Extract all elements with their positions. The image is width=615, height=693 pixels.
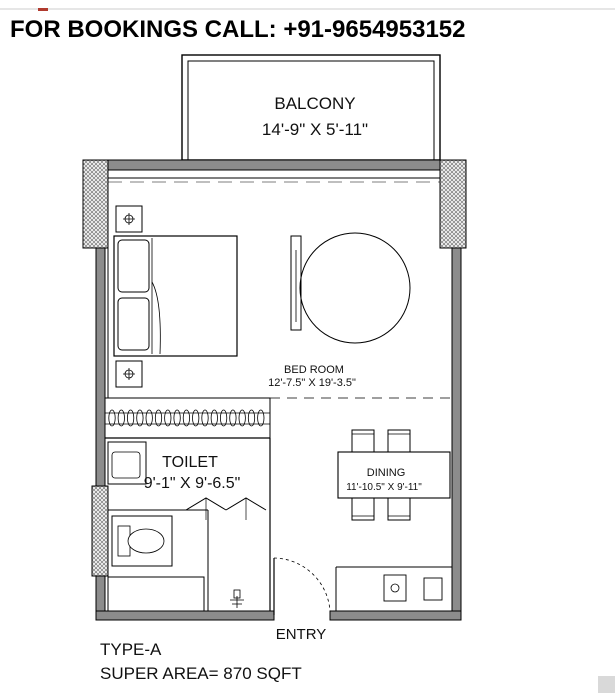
hanger-icon: [182, 409, 190, 427]
outer-walls: [95, 159, 462, 621]
pillow-bottom-icon: [117, 297, 150, 351]
entry-door-swing: [273, 557, 331, 612]
wall-left-upper: [95, 247, 106, 487]
wardrobe-outline: [104, 397, 271, 439]
top-accent-red: [38, 8, 48, 11]
toilet-bench: [107, 576, 205, 612]
kitchen-sink-icon: [383, 574, 407, 602]
hanger-icon: [210, 409, 218, 427]
wall-bottom-left: [95, 610, 275, 621]
dining-size: 11'-10.5" X 9'-11": [346, 482, 422, 493]
top-accent-svg: [0, 8, 615, 11]
hanger-icon: [257, 409, 265, 427]
super-area-label: SUPER AREA= 870 SQFT: [100, 664, 302, 683]
dining-chair-1: [351, 429, 375, 453]
top-accent-strip: [0, 8, 615, 10]
kitchen: [335, 566, 452, 611]
dining-chair-4: [387, 497, 411, 521]
balcony-size: 14'-9" X 5'-11": [262, 120, 368, 139]
hanger-icon: [145, 409, 153, 427]
shower-head-lines: [230, 596, 244, 608]
unit-type-label: TYPE-A: [100, 640, 162, 659]
hanger-icon: [192, 409, 200, 427]
lamp-top-cross: [123, 213, 135, 225]
dining: DINING 11'-10.5" X 9'-11": [337, 429, 451, 521]
hanger-icon: [117, 409, 125, 427]
toilet-size: 9'-1" X 9'-6.5": [144, 475, 241, 492]
hanger-icon: [247, 409, 256, 427]
wall-top: [107, 159, 441, 171]
balcony-name: BALCONY: [274, 94, 355, 113]
page-corner-mark: [598, 676, 615, 693]
toilet: TOILET 9'-1" X 9'-6.5": [105, 437, 271, 612]
dining-chair-3: [351, 497, 375, 521]
bookings-call-header: FOR BOOKINGS CALL: +91-9654953152: [10, 16, 466, 43]
wall-right: [451, 247, 462, 617]
dining-name: DINING: [367, 467, 406, 479]
hanger-icon: [127, 409, 135, 427]
entry-door: ENTRY: [273, 557, 331, 643]
top-accent-line: [0, 0, 615, 11]
dining-table-icon: [337, 451, 451, 499]
wc-bowl-icon: [127, 528, 165, 554]
column-top-left: [82, 159, 109, 249]
column-top-right: [439, 159, 467, 249]
bedroom-name: BED ROOM: [284, 364, 344, 376]
wall-bottom-right: [329, 610, 462, 621]
kitchen-hob-icon: [423, 577, 443, 601]
column-left-lower: [91, 485, 109, 577]
dining-chair-2: [387, 429, 411, 453]
hanger-icon: [136, 409, 144, 427]
hanger-icon: [238, 409, 246, 427]
wall-left-lower: [95, 575, 106, 617]
hanger-icon: [164, 409, 172, 427]
balcony: BALCONY 14'-9" X 5'-11": [181, 54, 441, 161]
round-rug-icon: [299, 232, 411, 344]
hanger-icon: [220, 409, 228, 427]
wardrobe-hangers: [108, 409, 265, 427]
entry-label: ENTRY: [276, 626, 327, 643]
hanger-icon: [108, 409, 116, 427]
lamp-bottom-cross: [123, 368, 135, 380]
bedroom-size: 12'-7.5" X 19'-3.5": [268, 377, 356, 389]
bedroom: BED ROOM 12'-7.5" X 19'-3.5": [107, 182, 411, 398]
toilet-name: TOILET: [162, 454, 218, 471]
hanger-icon: [201, 409, 209, 427]
hanger-icon: [229, 409, 237, 427]
hanger-icon: [154, 409, 163, 427]
wardrobe: [104, 397, 271, 439]
washbasin-icon: [111, 451, 141, 479]
hanger-icon: [173, 409, 181, 427]
kitchen-sink-drain: [390, 583, 400, 593]
bed-sheet-fold: [151, 281, 161, 355]
pillow-top-icon: [117, 239, 150, 293]
